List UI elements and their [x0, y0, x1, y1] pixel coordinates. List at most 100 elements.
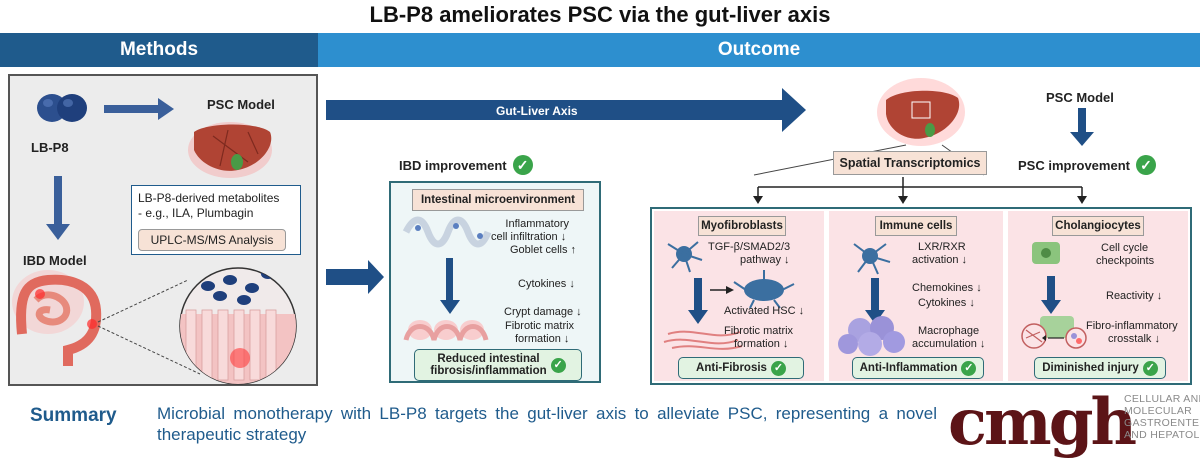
ibd-improvement: IBD improvement ✓ [399, 155, 533, 175]
cell-infiltration-text: cell infiltration [491, 231, 558, 243]
psc-model-label: PSC Model [207, 97, 275, 112]
fibro-inflammatory-label: Fibro-inflammatory [1086, 320, 1178, 332]
reactivity-text: Reactivity [1106, 290, 1154, 302]
bacteria-icon [37, 94, 87, 122]
intestine-villi-illustration [402, 216, 492, 341]
down-arrow-icon: ↓ [569, 278, 575, 290]
cell-infiltration-row: cell infiltration ↓ [491, 231, 566, 244]
down-arrow-icon: ↓ [1156, 290, 1163, 302]
logo-line3: GASTROENTEROLOGY [1124, 417, 1200, 429]
villi-icon [403, 320, 489, 341]
check-icon: ✓ [550, 357, 566, 373]
down-arrow-icon: ↓ [576, 306, 582, 318]
cell-illustrations [663, 241, 1087, 356]
chemokines-text: Chemokines [912, 282, 974, 294]
cytokines-text: Cytokines [518, 278, 567, 290]
anti-inflammation-box: Anti-Inflammation ✓ [852, 357, 984, 379]
macrophage-icon [838, 316, 905, 356]
down-arrow-icon: ↓ [798, 305, 805, 317]
down-arrow-icon: ↓ [1154, 333, 1160, 345]
spatial-transcriptomics-label: Spatial Transcriptomics [833, 151, 987, 175]
psc-improvement: PSC improvement ✓ [1018, 155, 1156, 175]
up-arrow-icon: ↑ [570, 244, 577, 256]
crosstalk-text: crosstalk [1108, 333, 1152, 345]
goblet-row: Goblet cells ↑ [510, 244, 576, 257]
journal-logo-subtitle: CELLULAR AND MOLECULAR GASTROENTEROLOGY … [1124, 393, 1200, 441]
ibd-improvement-label: IBD improvement [399, 157, 507, 173]
reactivity-row: Reactivity ↓ [1106, 290, 1162, 303]
myofibroblasts-title: Myofibroblasts [698, 216, 786, 236]
macrophage-accumulation-text: accumulation [912, 338, 977, 350]
journal-logo: cmgh [948, 385, 1137, 460]
fibrotic-matrix-label-myo: Fibrotic matrix [724, 325, 794, 337]
arrow-icon [326, 88, 806, 132]
arrow-icon [1041, 276, 1061, 314]
arrow-icon [46, 176, 70, 240]
cholangiocytes-panel [1008, 211, 1188, 381]
down-arrow-icon: ↓ [969, 297, 975, 309]
cytokines-immune-row: Cytokines ↓ [918, 297, 975, 310]
diminished-injury-box: Diminished injury ✓ [1034, 357, 1166, 379]
crypt-damage-row: Crypt damage ↓ [504, 306, 582, 319]
down-arrow-icon: ↓ [560, 231, 567, 243]
activated-hsc-text: Activated HSC [724, 305, 796, 317]
formation-row: formation ↓ [515, 333, 569, 346]
check-icon: ✓ [961, 360, 977, 376]
myofibroblasts-panel [654, 211, 824, 381]
outcome-header: Outcome [318, 33, 1200, 67]
cell-cycle-label: Cell cycle [1101, 242, 1149, 254]
liver-icon [188, 122, 272, 178]
check-icon: ✓ [1135, 155, 1156, 175]
arrow-icon [688, 278, 734, 324]
crosstalk-row: crosstalk ↓ [1108, 333, 1160, 346]
villi-icon [179, 267, 297, 385]
uplc-label: UPLC-MS/MS Analysis [138, 229, 286, 251]
fibrotic-formation-row: formation ↓ [734, 338, 788, 351]
metabolites-example: - e.g., ILA, Plumbagin [138, 206, 254, 220]
metabolites-title: LB-P8-derived metabolites [138, 191, 280, 205]
inflammatory-label: Inflammatory [505, 218, 569, 231]
intestinal-microenvironment-label: Intestinal microenvironment [412, 189, 584, 211]
outcome-arrows [326, 88, 1094, 294]
lxr-activation-row: activation ↓ [912, 254, 967, 267]
gut-liver-axis-label: Gut-Liver Axis [496, 104, 578, 118]
down-arrow-icon: ↓ [782, 338, 789, 350]
inflammatory-text: Inflammatory [505, 218, 569, 230]
anti-inflammation-text: Anti-Inflammation [859, 362, 958, 374]
formation-text: formation [515, 333, 561, 345]
checkpoints-label: checkpoints [1096, 255, 1155, 267]
activated-hsc-row: Activated HSC ↓ [724, 305, 804, 318]
summary-label: Summary [30, 405, 117, 426]
macrophage-icon [853, 243, 891, 275]
arrow-icon [865, 278, 885, 324]
down-arrow-icon: ↓ [979, 338, 986, 350]
macrophage-label: Macrophage [918, 325, 980, 337]
chemokines-row: Chemokines ↓ [912, 282, 982, 295]
anti-fibrosis-box: Anti-Fibrosis ✓ [678, 357, 804, 379]
methods-illustrations [12, 94, 297, 385]
cytokines-row: Cytokines ↓ [518, 278, 575, 291]
methods-header: Methods [0, 33, 318, 67]
villi-icon [402, 216, 492, 248]
diminished-injury-text: Diminished injury [1042, 362, 1139, 374]
liver-icon [877, 78, 965, 146]
cholangiocyte-icon [1021, 316, 1087, 349]
arrow-icon [326, 260, 384, 294]
psc-improvement-label: PSC improvement [1018, 157, 1130, 173]
arrow-icon [1070, 108, 1094, 146]
cholangiocyte-icon [1032, 242, 1060, 264]
macrophage-accumulation-row: accumulation ↓ [912, 338, 985, 351]
intestine-icon [12, 270, 102, 366]
fibroblast-icon [733, 270, 795, 309]
ibd-model-label: IBD Model [23, 253, 87, 268]
reduced-line1: Reduced intestinal [437, 353, 540, 365]
lbp8-label: LB-P8 [31, 140, 69, 155]
cholangiocytes-title: Cholangiocytes [1052, 216, 1144, 236]
goblet-text: Goblet cells [510, 244, 568, 256]
figure-title: LB-P8 ameliorates PSC via the gut-liver … [369, 2, 831, 27]
psc-model-label-outcome: PSC Model [1046, 90, 1114, 105]
tgf-label: TGF-β/SMAD2/3 [708, 241, 791, 253]
down-arrow-icon: ↓ [784, 254, 790, 266]
lxr-label: LXR/RXR [918, 241, 966, 253]
